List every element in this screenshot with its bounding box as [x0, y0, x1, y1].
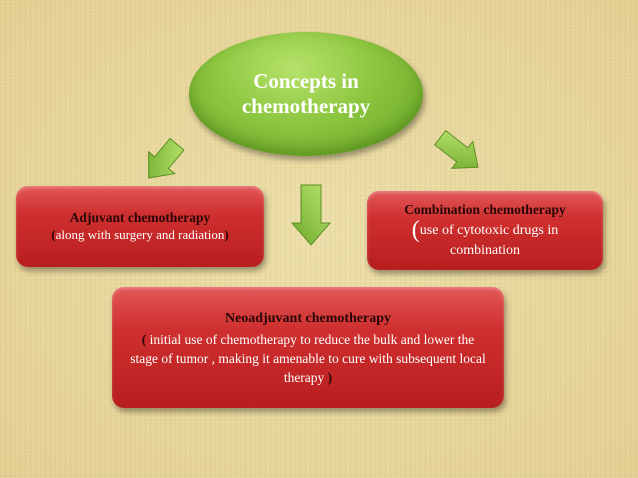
combination-open-paren: ( — [411, 216, 420, 243]
concepts-ellipse: Concepts in chemotherapy — [189, 32, 423, 156]
adjuvant-close-paren: ) — [224, 227, 229, 242]
combination-title: Combination chemotherapy — [404, 201, 566, 217]
neoadjuvant-body: ( initial use of chemotherapy to reduce … — [112, 330, 504, 387]
adjuvant-body: (along with surgery and radiation) — [51, 226, 228, 244]
adjuvant-box: Adjuvant chemotherapy (along with surger… — [16, 186, 264, 267]
combination-box: Combination chemotherapy (use of cytotox… — [367, 191, 603, 270]
neoadjuvant-body-text: initial use of chemotherapy to reduce th… — [130, 331, 486, 385]
center-title-line2: chemotherapy — [241, 94, 371, 118]
neoadjuvant-open-paren: ( — [141, 331, 147, 347]
neoadjuvant-title: Neoadjuvant chemotherapy — [224, 310, 392, 326]
arrow-right-icon — [433, 129, 479, 169]
combination-body-line1: use of cytotoxic drugs in — [419, 222, 559, 238]
adjuvant-open-paren: ( — [51, 227, 56, 242]
arrow-left-icon — [148, 137, 185, 179]
arrow-down-icon — [290, 184, 332, 246]
center-title-line1: Concepts in — [253, 69, 359, 93]
adjuvant-title: Adjuvant chemotherapy — [69, 210, 211, 225]
adjuvant-body-text: along with surgery and radiation — [55, 227, 225, 242]
neoadjuvant-box: Neoadjuvant chemotherapy ( initial use o… — [112, 287, 504, 408]
combination-body: (use of cytotoxic drugs in combination — [411, 216, 559, 261]
combination-body-line2: combination — [449, 242, 520, 258]
neoadjuvant-close-paren: ) — [327, 369, 333, 385]
